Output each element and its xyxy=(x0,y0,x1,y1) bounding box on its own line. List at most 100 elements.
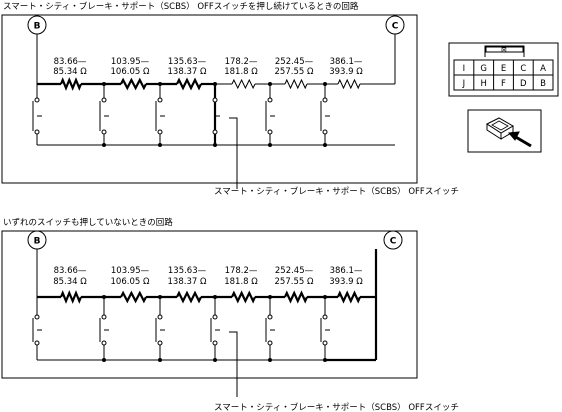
pin-e: E xyxy=(501,64,506,74)
top-r2-label-top: 103.95— xyxy=(111,57,150,67)
bottom-node-c: C xyxy=(383,230,403,250)
pin-f: F xyxy=(501,79,506,89)
bottom-r1-label-top: 83.66— xyxy=(54,266,87,276)
top-switch-contact xyxy=(267,129,273,135)
top-switch-caption: スマート・シティ・ブレーキ・サポート（SCBS） OFFスイッチ xyxy=(214,186,459,197)
top-r6-label-bottom: 393.9 Ω xyxy=(329,67,363,77)
bottom-switch-contact xyxy=(157,314,163,320)
top-junction-dot xyxy=(158,143,162,147)
bottom-r3-label-bottom: 138.37 Ω xyxy=(168,277,207,287)
bottom-switch-contact xyxy=(322,340,328,346)
top-node-b: B xyxy=(27,15,47,35)
bottom-node-b: B xyxy=(27,230,47,250)
pin-a: A xyxy=(540,64,546,74)
bottom-switch-caption: スマート・シティ・ブレーキ・サポート（SCBS） OFFスイッチ xyxy=(214,402,459,412)
top-junction-dot xyxy=(102,143,106,147)
top-resistor-2 xyxy=(120,77,147,91)
bottom-switch-contact xyxy=(34,340,40,346)
bottom-r2-label-top: 103.95— xyxy=(111,266,150,276)
bottom-junction-dot xyxy=(102,358,106,362)
bottom-r6-label-bottom: 393.9 Ω xyxy=(329,277,363,287)
bottom-switch-contact xyxy=(34,314,40,320)
bottom-diagram-frame xyxy=(1,230,418,379)
top-switch-contact xyxy=(101,97,107,103)
bottom-junction-dot xyxy=(268,358,272,362)
top-r2-label-bottom: 106.05 Ω xyxy=(111,67,150,77)
top-junction-dot xyxy=(268,143,272,147)
top-diagram-title: スマート・シティ・ブレーキ・サポート（SCBS） OFFスイッチを押し続けている… xyxy=(3,1,359,12)
svg-text:C: C xyxy=(390,237,397,247)
connector-lock-icon: ⊠ xyxy=(501,46,507,54)
pin-h: H xyxy=(480,79,486,89)
bottom-junction-dot xyxy=(213,358,217,362)
bottom-switch-leader-line xyxy=(229,331,238,397)
bottom-r5-label-bottom: 257.55 Ω xyxy=(275,277,314,287)
svg-text:B: B xyxy=(34,22,41,32)
bottom-switch-contact xyxy=(101,340,107,346)
top-diagram-frame xyxy=(1,14,418,184)
bottom-resistor-5 xyxy=(283,290,309,304)
top-switch-contact xyxy=(157,129,163,135)
top-r1-label-bottom: 85.34 Ω xyxy=(53,67,87,77)
top-resistor-5 xyxy=(284,78,308,90)
bottom-junction-dot xyxy=(323,358,327,362)
pin-b: B xyxy=(540,79,546,89)
bottom-switch-contact xyxy=(322,314,328,320)
top-switch-contact xyxy=(34,129,40,135)
top-r4-label-bottom: 181.8 Ω xyxy=(224,67,258,77)
bottom-resistor-3 xyxy=(176,290,202,304)
top-switch-contact xyxy=(34,97,40,103)
top-circuit xyxy=(32,34,396,147)
bottom-diagram-title: いずれのスイッチも押していないときの回路 xyxy=(3,217,173,228)
bottom-switch-contact xyxy=(101,314,107,320)
top-resistor-labels: 83.66— 85.34 Ω 103.95— 106.05 Ω 135.63— … xyxy=(53,57,363,77)
top-r3-label-bottom: 138.37 Ω xyxy=(168,67,207,77)
bottom-switch-contact xyxy=(267,340,273,346)
top-switch-contact xyxy=(157,97,163,103)
pin-j: J xyxy=(462,79,466,89)
top-switch-contact xyxy=(322,129,328,135)
top-r5-label-bottom: 257.55 Ω xyxy=(275,67,314,77)
bottom-r4-label-top: 178.2— xyxy=(225,266,258,276)
bottom-resistor-4 xyxy=(231,290,256,304)
bottom-resistor-2 xyxy=(120,290,147,304)
bottom-resistor-labels: 83.66— 85.34 Ω 103.95— 106.05 Ω 135.63— … xyxy=(53,266,363,287)
top-resistor-4 xyxy=(231,78,256,90)
bottom-resistor-1 xyxy=(59,290,83,304)
top-r3-label-top: 135.63— xyxy=(168,57,207,67)
top-resistor-3 xyxy=(176,77,202,91)
connector-insert-icon xyxy=(467,109,542,153)
bottom-r4-label-bottom: 181.8 Ω xyxy=(224,277,258,287)
top-switch-contact xyxy=(267,97,273,103)
bottom-circuit xyxy=(32,249,378,362)
top-r5-label-top: 252.45— xyxy=(275,57,314,67)
bottom-resistor-6 xyxy=(336,290,362,304)
top-r1-label-top: 83.66— xyxy=(54,57,87,67)
bottom-r1-label-bottom: 85.34 Ω xyxy=(53,277,87,287)
top-switch-contact xyxy=(322,97,328,103)
top-switch-contact xyxy=(101,129,107,135)
bottom-junction-dot xyxy=(158,358,162,362)
pin-i: I xyxy=(463,64,466,74)
pin-c: C xyxy=(520,64,526,74)
top-resistor-1 xyxy=(59,77,83,91)
connector-face: ⊠ I G E C A J H F D B xyxy=(448,42,559,97)
top-resistor-6 xyxy=(337,78,361,90)
top-junction-dot xyxy=(213,143,217,147)
bottom-switch-contact xyxy=(212,314,218,320)
top-node-c: C xyxy=(385,15,405,35)
svg-text:B: B xyxy=(34,237,41,247)
bottom-r2-label-bottom: 106.05 Ω xyxy=(111,277,150,287)
bottom-r6-label-top: 386.1— xyxy=(330,266,363,276)
bottom-switch-contact xyxy=(212,340,218,346)
bottom-switch-contact xyxy=(157,340,163,346)
top-r4-label-top: 178.2— xyxy=(225,57,258,67)
top-switch-contact xyxy=(212,97,218,103)
svg-text:C: C xyxy=(392,22,399,32)
top-switch-contact xyxy=(212,129,218,135)
top-switch-leader-line xyxy=(229,117,238,189)
top-junction-dot xyxy=(323,143,327,147)
bottom-r3-label-top: 135.63— xyxy=(168,266,207,276)
bottom-r5-label-top: 252.45— xyxy=(275,266,314,276)
